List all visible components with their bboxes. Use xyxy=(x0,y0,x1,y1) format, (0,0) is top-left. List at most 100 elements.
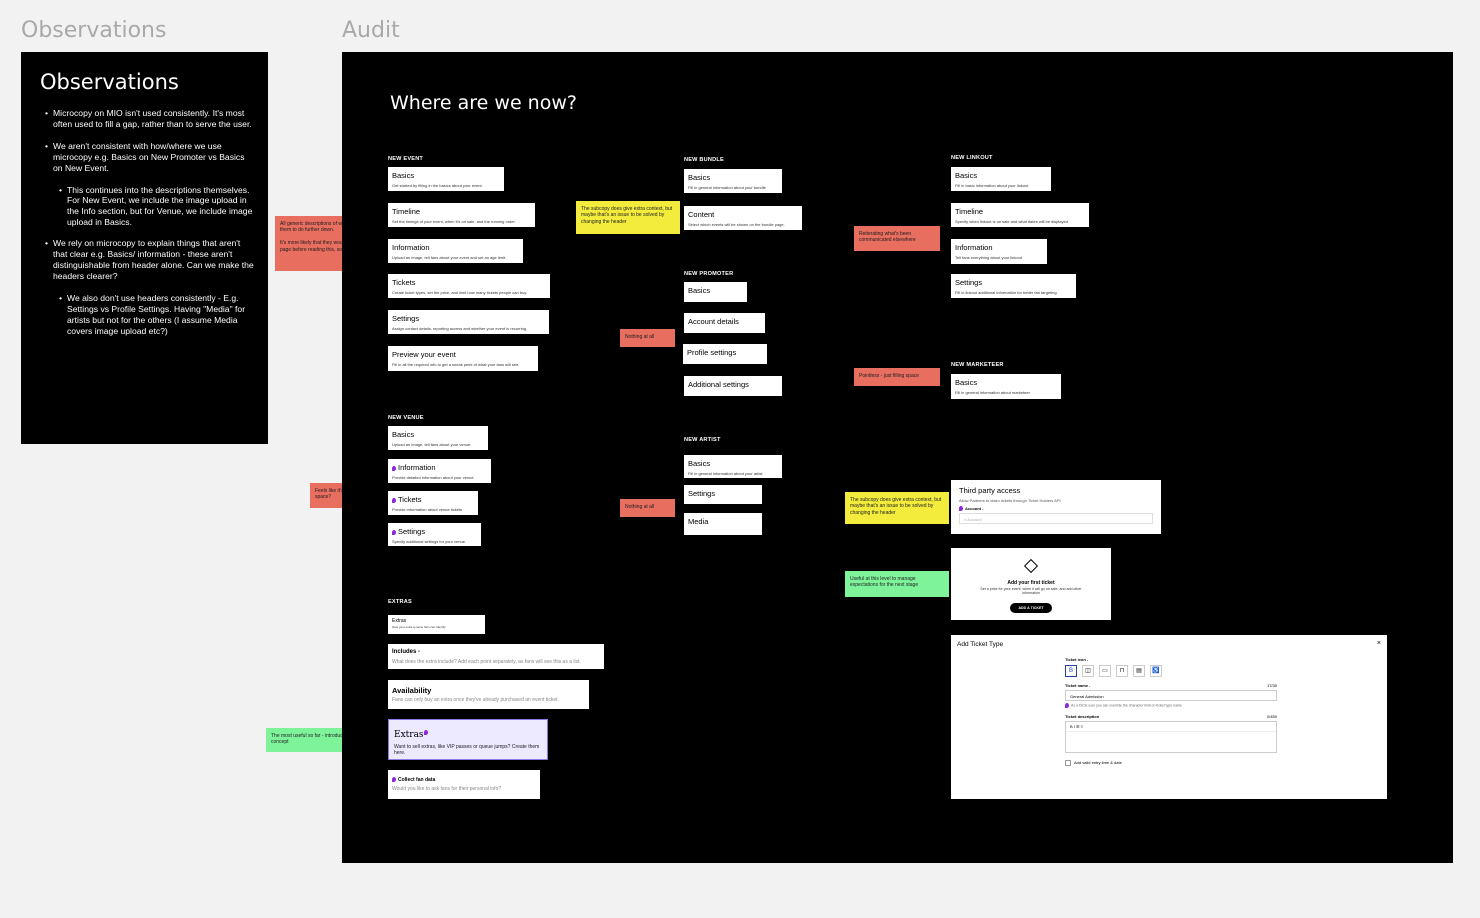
card-promoter-account[interactable]: Account details xyxy=(684,313,765,333)
icon-option[interactable]: ♿ xyxy=(1150,665,1162,677)
card-title: Basics xyxy=(955,171,978,180)
card-promoter-basics[interactable]: Basics xyxy=(684,282,747,302)
sticky-note[interactable]: Nothing at all xyxy=(620,499,675,517)
card-title: Settings xyxy=(688,489,716,498)
card-desc: Fill in all the required info to get a s… xyxy=(392,362,520,367)
extras-promo-desc: Want to sell extras, like VIP passes or … xyxy=(394,744,540,756)
card-title: Basics xyxy=(688,459,711,468)
card-promoter-profile[interactable]: Profile settings xyxy=(683,344,767,364)
add-first-ticket-title: Add your first ticket xyxy=(1007,580,1055,586)
card-desc: Provide information about venue tickets xyxy=(392,507,463,512)
card-artist-settings[interactable]: Settings xyxy=(684,485,762,504)
dialog-title: Add Ticket Type xyxy=(957,641,1004,648)
ticket-icon xyxy=(1023,558,1039,574)
card-title: Extras xyxy=(392,618,407,624)
card-title: Information xyxy=(955,243,993,252)
ticket-name-input[interactable]: General Admission xyxy=(1065,690,1277,701)
sticky-note[interactable]: Reiterating what's been communicated els… xyxy=(854,226,940,251)
pin-icon xyxy=(392,529,396,535)
ticket-icon-picker: B ◫ ▭ ⊓ ▤ ♿ xyxy=(1065,665,1277,677)
close-icon[interactable]: × xyxy=(1376,640,1381,647)
card-desc: Select which events will be shown on the… xyxy=(688,222,785,227)
observation-item: Microcopy on MIO isn't used consistently… xyxy=(40,108,256,130)
search-icon: ⌕ xyxy=(964,517,968,523)
account-search-input[interactable]: ⌕ Account xyxy=(959,513,1153,525)
add-first-ticket-desc: Set a price for your event, when it will… xyxy=(980,587,1082,596)
observations-list: Microcopy on MIO isn't used consistently… xyxy=(40,108,256,336)
card-title: Basics xyxy=(392,430,415,439)
card-title: Includes - xyxy=(392,649,421,655)
extras-promo-title: Extras xyxy=(394,730,424,740)
icon-option[interactable]: ▤ xyxy=(1133,665,1145,677)
text-format-toolbar[interactable]: B I ☰ ≡ xyxy=(1066,722,1276,732)
card-title: Content xyxy=(688,210,715,219)
card-title: Information xyxy=(392,243,430,252)
ticket-icon-label: Ticket icon - xyxy=(1065,657,1089,662)
valid-entry-checkbox[interactable]: Add valid entry time & date xyxy=(1065,760,1277,766)
card-desc: Fill in general information about your a… xyxy=(688,471,763,476)
sticky-note[interactable]: The subcopy does give extra context, but… xyxy=(576,201,680,234)
section-label-new-event: NEW EVENT xyxy=(388,156,424,162)
card-desc: Fill in linkout additional information f… xyxy=(955,290,1057,295)
sticky-note[interactable]: Nothing at all xyxy=(620,329,675,347)
card-title: Profile settings xyxy=(687,348,737,357)
section-label-new-bundle: NEW BUNDLE xyxy=(684,157,724,163)
ticket-name-label: Ticket name - xyxy=(1065,683,1091,688)
sticky-note[interactable]: Useful at this level to manage expectati… xyxy=(845,571,949,597)
observation-item: We rely on microcopy to explain things t… xyxy=(40,238,256,282)
icon-option[interactable]: B xyxy=(1065,665,1077,677)
sticky-note[interactable]: The subcopy does give extra context, but… xyxy=(845,492,949,524)
pin-icon xyxy=(392,777,396,783)
ticket-description-count: 0/450 xyxy=(1266,714,1277,719)
card-promoter-additional[interactable]: Additional settings xyxy=(684,376,782,396)
icon-option[interactable]: ⊓ xyxy=(1116,665,1128,677)
card-title: Basics xyxy=(688,173,711,182)
third-party-access-card[interactable]: Third party access Allow Partners to cla… xyxy=(951,480,1161,534)
ticket-description-label: Ticket description xyxy=(1065,714,1100,719)
account-label: Account - xyxy=(965,506,984,511)
card-title: Tickets xyxy=(392,278,416,287)
card-desc: Would you like to ask fans for their per… xyxy=(392,786,502,792)
card-extras-includes[interactable]: Includes - What does the extra include? A… xyxy=(388,644,604,669)
card-desc: Fans can only buy an extra once they've … xyxy=(392,697,559,703)
card-title: Settings xyxy=(392,314,420,323)
card-title: Basics xyxy=(392,171,415,180)
audit-frame-label[interactable]: Audit xyxy=(342,18,400,43)
section-label-new-promoter: NEW PROMOTER xyxy=(684,271,734,277)
sticky-note[interactable]: Pointless - just filling space xyxy=(854,368,940,386)
third-party-title: Third party access xyxy=(959,486,1021,495)
card-artist-media[interactable]: Media xyxy=(684,513,762,535)
ticket-description-textarea[interactable]: B I ☰ ≡ xyxy=(1065,721,1277,753)
section-label-new-marketeer: NEW MARKETEER xyxy=(951,362,1004,368)
observations-frame[interactable]: Observations Microcopy on MIO isn't used… xyxy=(21,52,268,444)
icon-option[interactable]: ◫ xyxy=(1082,665,1094,677)
add-a-ticket-button[interactable]: ADD A TICKET xyxy=(1010,602,1052,613)
card-desc: What does the extra include? Add each po… xyxy=(392,659,581,665)
observation-subitem: This continues into the descriptions the… xyxy=(40,185,256,229)
icon-option[interactable]: ▭ xyxy=(1099,665,1111,677)
observations-frame-label[interactable]: Observations xyxy=(21,18,167,43)
